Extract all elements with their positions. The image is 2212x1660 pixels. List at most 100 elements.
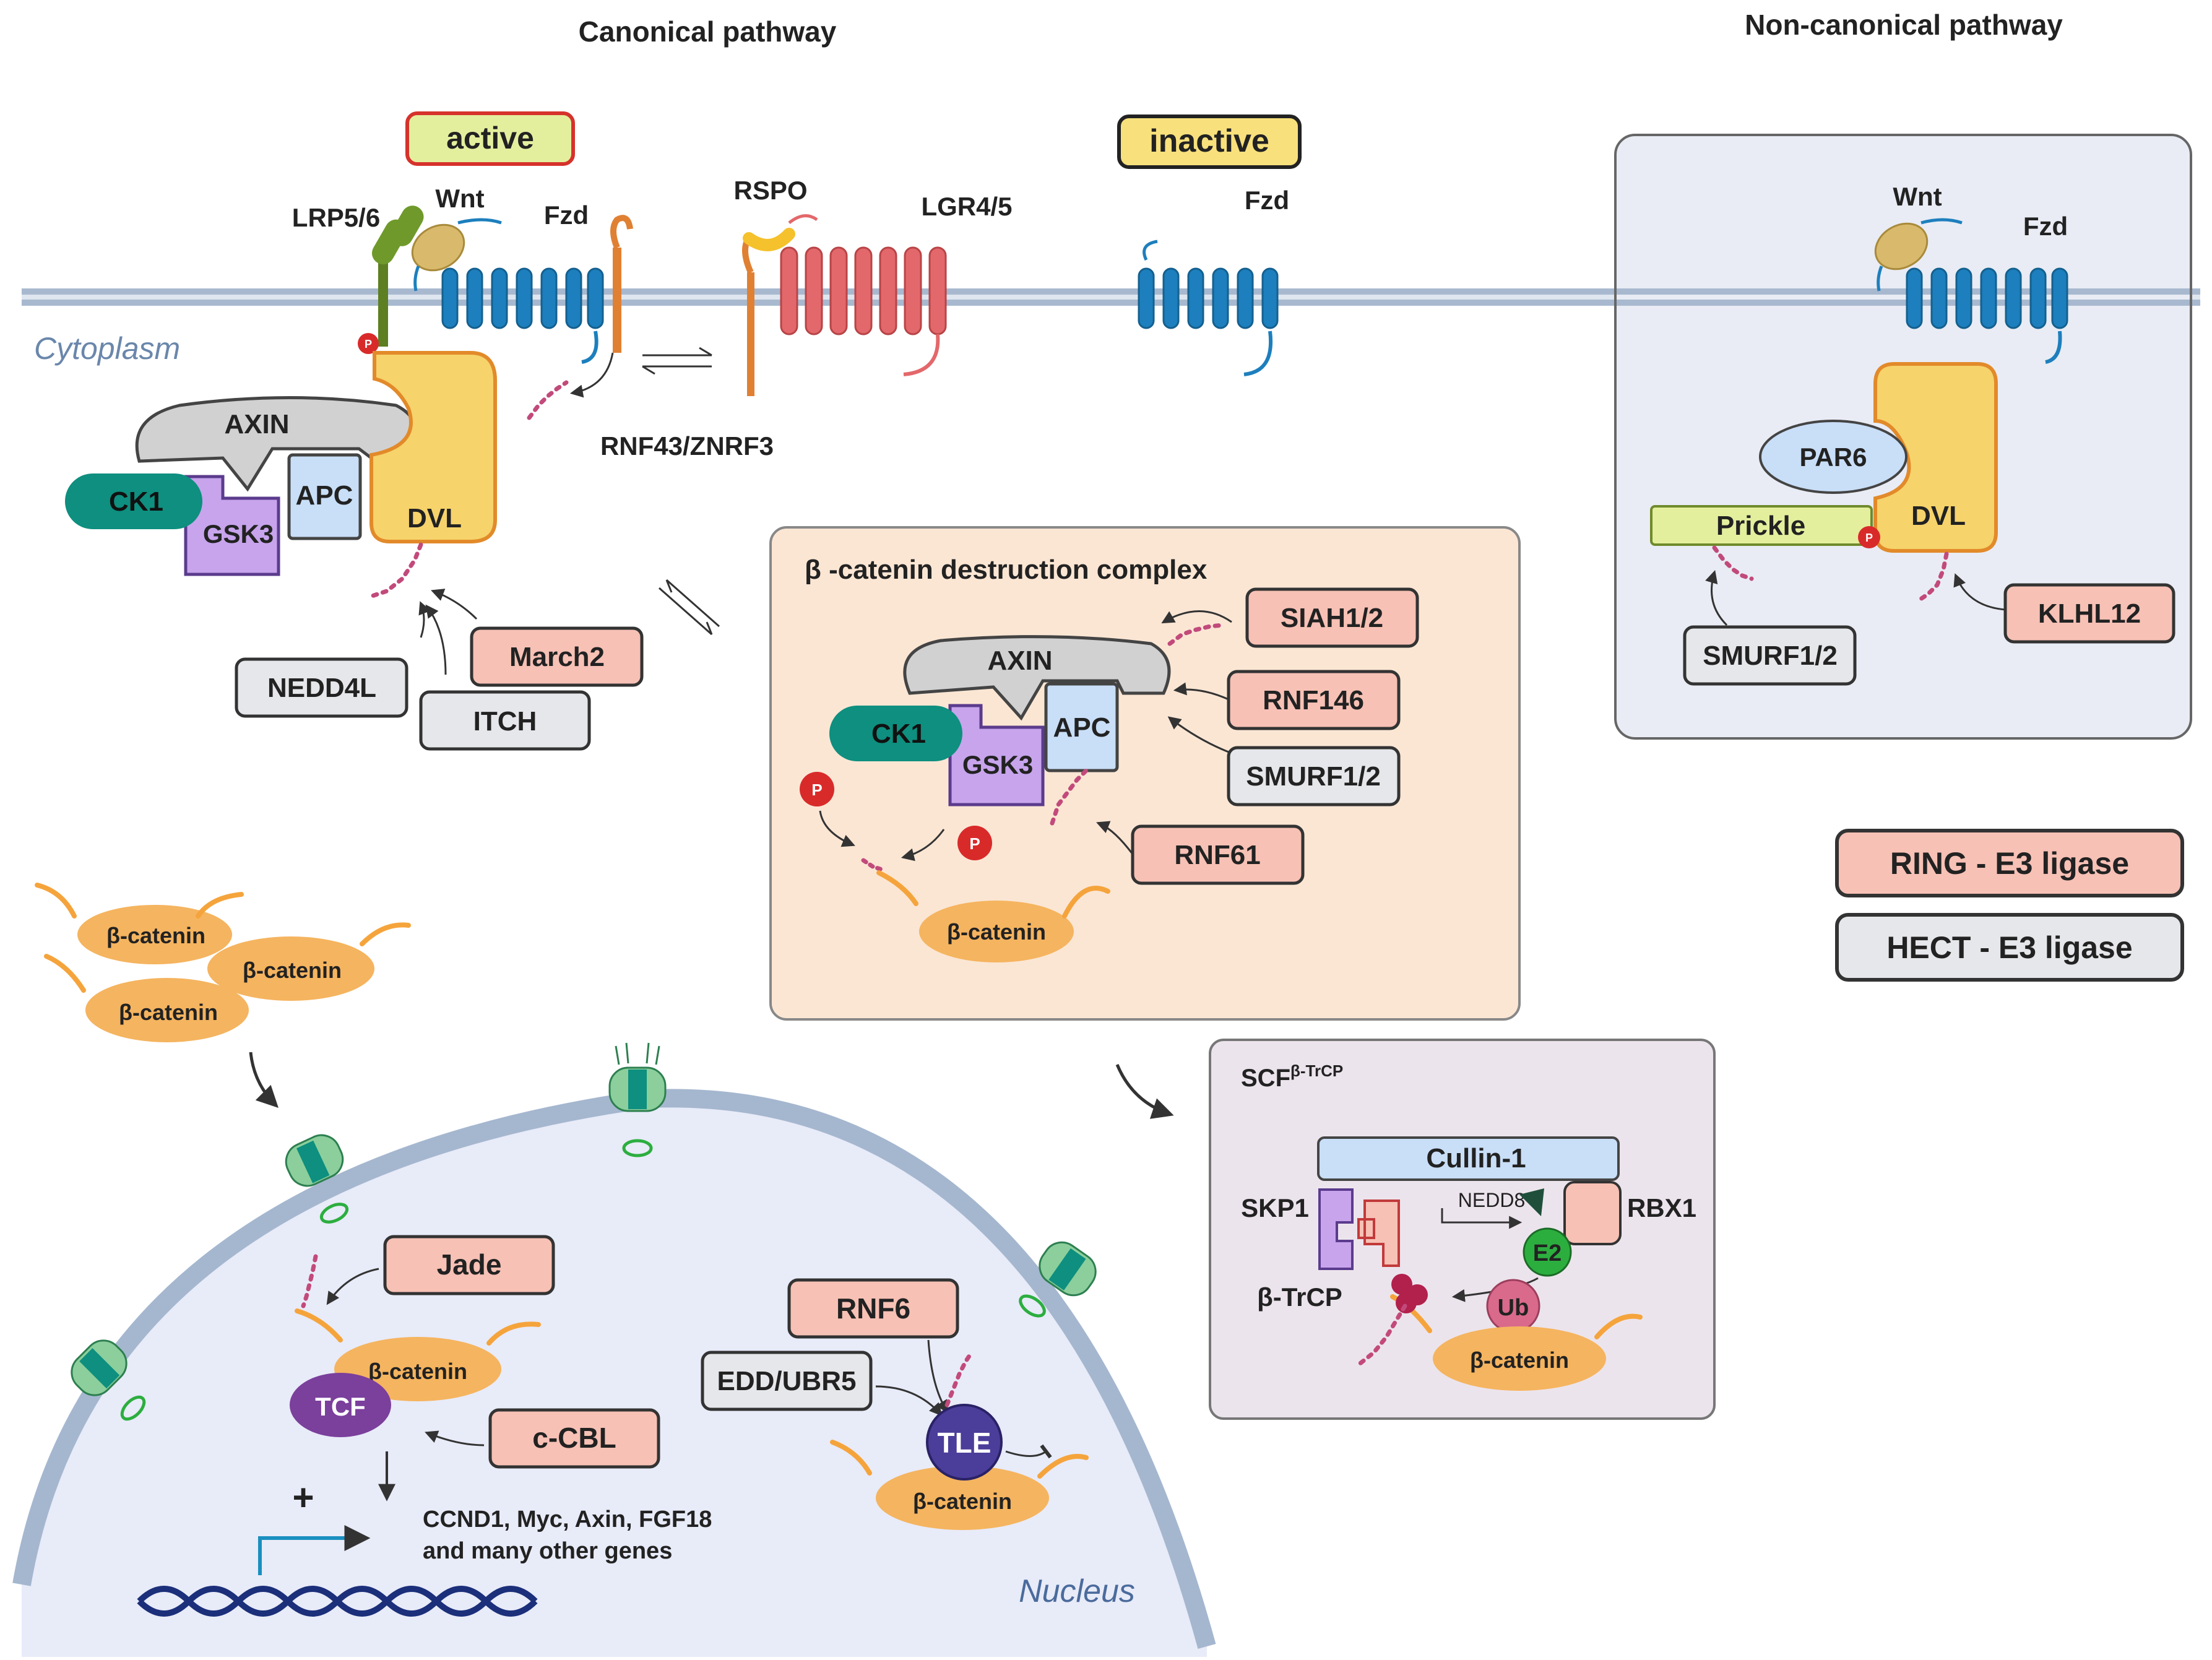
ubiquitin-label: Ub <box>1498 1295 1529 1321</box>
ubiquitin-cluster-scf <box>1391 1274 1428 1313</box>
beta-catenin-nuclear-2-label: β-catenin <box>913 1489 1012 1514</box>
nedd8-arrow <box>1441 1208 1523 1229</box>
jade-ligase: Jade <box>383 1235 555 1295</box>
fzd-label-active: Fzd <box>544 201 589 230</box>
equilibrium-arrows <box>642 347 712 375</box>
genes-line-2: and many other genes <box>423 1538 672 1564</box>
ubiquitin-chain-prickle <box>1712 545 1754 581</box>
transcription-start-arrow <box>258 1525 371 1575</box>
dvl-canonical-label: DVL <box>407 503 462 534</box>
legend-hect-label: HECT - E3 ligase <box>1886 930 2132 965</box>
axin-canonical-label: AXIN <box>224 409 289 439</box>
scf-title-superscript: β-TrCP <box>1290 1061 1343 1080</box>
scf-panel <box>1209 1039 1716 1420</box>
apc-canonical-label: APC <box>296 480 353 511</box>
c-cbl-label: c-CBL <box>532 1422 616 1454</box>
apc-destruction-label: APC <box>1053 712 1111 743</box>
nedd4l-label: NEDD4L <box>267 673 376 703</box>
e2-label: E2 <box>1533 1240 1562 1266</box>
tcf-label: TCF <box>315 1392 366 1421</box>
cytoplasm-label: Cytoplasm <box>34 331 180 366</box>
canonical-pathway-heading: Canonical pathway <box>579 15 837 48</box>
ck1-destruction <box>829 706 962 761</box>
arrow-nedd4l <box>418 601 431 638</box>
par6-label: PAR6 <box>1800 443 1867 472</box>
rnf6-label: RNF6 <box>836 1292 910 1325</box>
beta-catenin-pool-3-label: β-catenin <box>119 1000 218 1025</box>
noncanonical-pathway-heading: Non-canonical pathway <box>1745 9 2063 41</box>
cullin-1-label: Cullin-1 <box>1426 1143 1526 1174</box>
arrow-phospho-2 <box>901 829 945 862</box>
arrow-smurf-destruction <box>1167 716 1229 753</box>
nedd4l-ligase: NEDD4L <box>235 657 408 718</box>
scf-title-main: SCF <box>1241 1065 1290 1092</box>
phospho-destruction-1-label: P <box>811 780 822 799</box>
arrow-rnf43-to-fzd <box>569 352 614 398</box>
smurf-noncanonical-label: SMURF1/2 <box>1703 641 1838 671</box>
rnf43-znrf3-transmembrane <box>610 215 633 353</box>
ubiquitin-chain-dvl-canonical <box>366 542 423 600</box>
beta-catenin-pool-1-label: β-catenin <box>106 923 205 948</box>
beta-trcp-label: β-TrCP <box>1257 1282 1342 1312</box>
arrow-to-scf <box>1115 1064 1174 1119</box>
arrow-catenin-to-nucleus <box>249 1052 279 1108</box>
ubiquitin-chain-dvl-rnf43 <box>527 380 569 420</box>
wnt-label-noncanonical: Wnt <box>1893 182 1942 211</box>
legend-hect: HECT - E3 ligase <box>1835 913 2184 982</box>
beta-trcp <box>1357 1200 1400 1267</box>
smurf-destruction-label: SMURF1/2 <box>1246 761 1381 792</box>
ck1-destruction-label: CK1 <box>871 719 926 749</box>
itch-ligase: ITCH <box>419 690 591 751</box>
march2-ligase: March2 <box>470 626 644 687</box>
tle <box>926 1404 1003 1481</box>
phospho-prickle <box>1858 526 1880 548</box>
nuclear-pore-3 <box>1019 1241 1097 1318</box>
ubiquitin-chain-tle <box>944 1350 974 1407</box>
arrow-jade <box>326 1268 379 1305</box>
ubiquitin-chain-dvl-noncanonical <box>1916 551 1949 603</box>
active-label: active <box>446 121 534 155</box>
beta-catenin-pool-2-label: β-catenin <box>243 958 342 983</box>
rnf61-label: RNF61 <box>1174 840 1260 870</box>
beta-catenin-destruction <box>876 870 1110 962</box>
smurf-destruction-ligase: SMURF1/2 <box>1227 746 1401 806</box>
beta-catenin-nuclear-2 <box>830 1440 1089 1530</box>
fzd-label-noncanonical: Fzd <box>2023 212 2068 241</box>
destruction-complex-title: β -catenin destruction complex <box>805 555 1208 585</box>
par6 <box>1759 420 1907 494</box>
c-cbl-ligase: c-CBL <box>488 1408 660 1469</box>
plus-sign: + <box>292 1477 314 1518</box>
jade-label: Jade <box>437 1248 502 1281</box>
arrow-smurf-noncanonical <box>1705 569 1728 626</box>
legend-ring-label: RING - E3 ligase <box>1890 846 2129 881</box>
arrow-itch <box>425 604 447 675</box>
wnt-ligand-noncanonical <box>1874 218 1963 292</box>
skp1 <box>1318 1188 1354 1270</box>
phospho-destruction-2-label: P <box>969 834 980 853</box>
nedd8-label: NEDD8 <box>1458 1189 1525 1211</box>
wnt-label-active: Wnt <box>435 184 484 213</box>
phospho-destruction-1 <box>800 772 834 806</box>
prickle <box>1650 505 1873 546</box>
tcf <box>290 1373 391 1437</box>
edd-ubr5-label: EDD/UBR5 <box>717 1366 857 1396</box>
frizzled-receptor-active <box>441 267 604 364</box>
arrow-klhl12 <box>1953 573 2006 611</box>
dvl-noncanonical <box>1873 362 1998 553</box>
active-badge: active <box>405 111 575 166</box>
arrow-edd <box>875 1385 943 1417</box>
scf-title: SCFβ-TrCP <box>1241 1061 1343 1092</box>
cullin-1 <box>1317 1136 1620 1181</box>
rbx1-label: RBX1 <box>1627 1193 1696 1222</box>
nucleus-label: Nucleus <box>1019 1573 1135 1609</box>
rspo-label: RSPO <box>733 176 807 205</box>
siah-label: SIAH1/2 <box>1281 603 1383 633</box>
ubiquitin-chain-axin <box>1167 623 1225 646</box>
dvl-noncanonical-label: DVL <box>1911 501 1966 531</box>
edd-ubr5-ligase: EDD/UBR5 <box>701 1351 873 1411</box>
itch-label: ITCH <box>473 706 537 737</box>
plasma-membrane <box>22 288 2200 306</box>
phospho-lrp-label: P <box>365 338 372 350</box>
